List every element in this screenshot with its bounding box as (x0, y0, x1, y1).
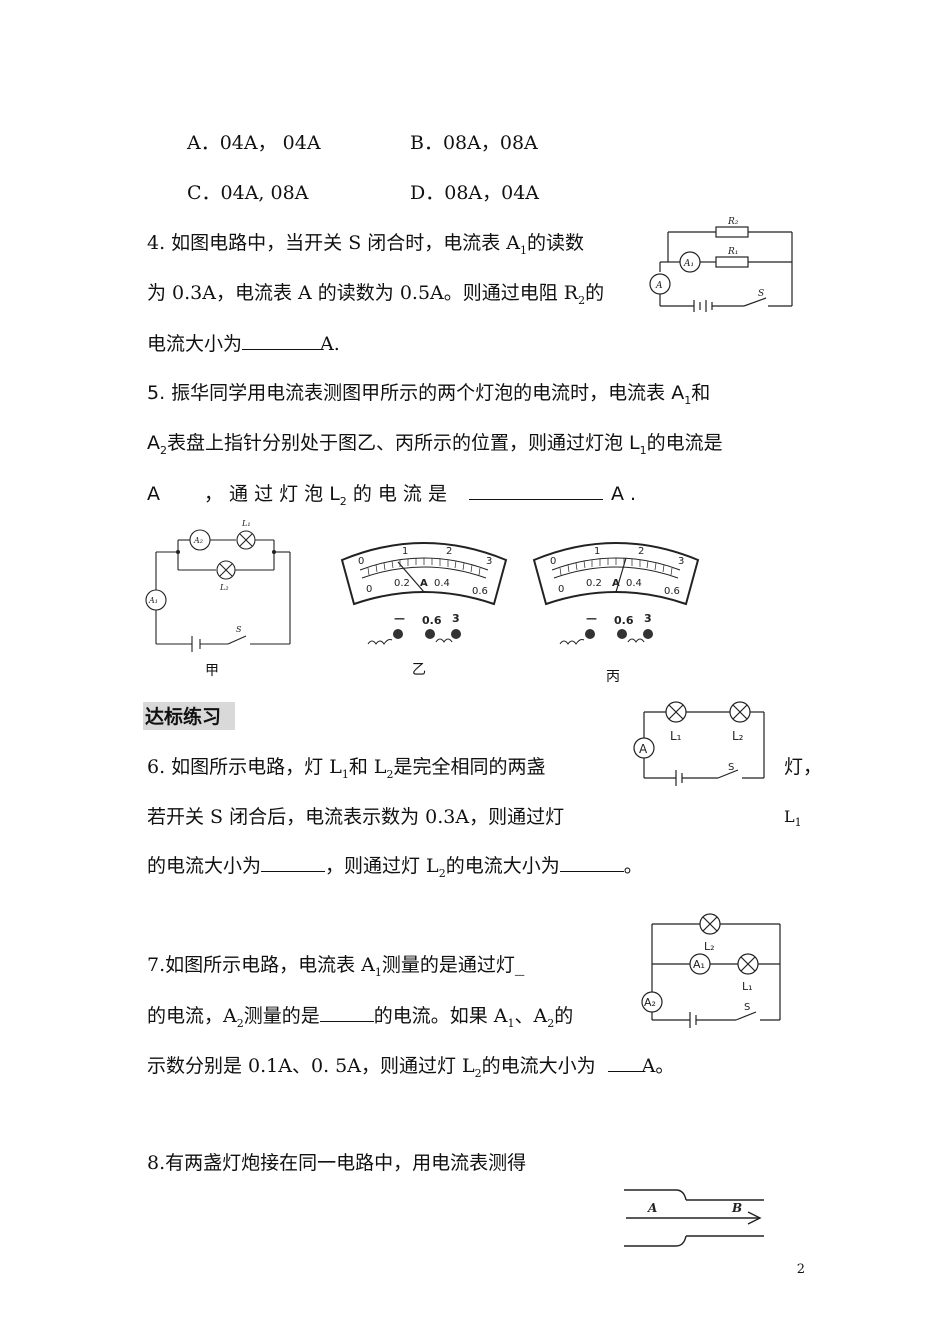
q7-circuit-diagram: A₁ A₂ L₂ L₁ S (636, 906, 786, 1030)
q6-line1-tail: 灯， (784, 756, 823, 778)
q6-line2: 若开关 S 闭合后，电流表示数为 0.3A，则通过灯 (147, 806, 565, 828)
scale-top-0: 0 (358, 556, 364, 567)
r1-label: R₁ (727, 247, 738, 257)
scale-bottom-0.6: 0.6 (472, 586, 488, 597)
q8-line1: 8.有两盏灯炮接在同一电路中，用电流表测得 (147, 1152, 527, 1174)
q5-circuit-jia: A₂ A₁ L₁ L₂ S (140, 512, 300, 662)
ammeter-bing: 0 1 2 3 0 0.2 A 0.4 0.6 — 0.6 3 (530, 532, 702, 662)
option-a: A．04A， 04A (187, 132, 321, 154)
scale-bottom-0.2: 0.2 (586, 578, 602, 589)
section-title: 达标练习 (145, 706, 222, 728)
q6-line3: 的电流大小为，则通过灯 L2的电流大小为。 (147, 853, 643, 880)
l2-label: L₂ (219, 583, 229, 592)
a2-meter-label: A₂ (644, 996, 656, 1009)
scale-top-2: 2 (446, 546, 452, 557)
scale-top-1: 1 (594, 546, 600, 557)
q7-line2: 的电流，A2测量的是的电流。如果 A1、A2的 (147, 1003, 574, 1030)
l1-label: L₁ (742, 980, 753, 993)
r2-label: R₂ (727, 217, 739, 227)
terminal-neg: — (394, 612, 405, 625)
option-d: D．08A，04A (410, 182, 540, 204)
l1-label: L₁ (670, 729, 682, 743)
section-highlight (143, 702, 235, 730)
caption-jia: 甲 (205, 663, 219, 679)
terminal-0.6: 0.6 (614, 614, 634, 627)
l1-label: L₁ (241, 519, 251, 528)
a-meter-label: A (639, 742, 648, 756)
option-b: B．08A，08A (410, 132, 538, 154)
q5-line1: 5. 振华同学用电流表测图甲所示的两个灯泡的电流时，电流表 A1和 (147, 382, 711, 407)
scale-unit: A (420, 578, 428, 589)
answer-blank (559, 853, 624, 872)
caption-bing: 丙 (606, 669, 620, 685)
scale-bottom-0.4: 0.4 (626, 578, 642, 589)
answer-blank (242, 331, 321, 350)
scale-bottom-0: 0 (558, 584, 564, 595)
a1-meter-label: A₁ (683, 259, 694, 269)
terminal-0.6: 0.6 (422, 614, 442, 627)
terminal-3: 3 (452, 612, 460, 625)
a2-meter-label: A₂ (193, 536, 203, 545)
scale-top-3: 3 (486, 556, 492, 567)
q5-line2: A2表盘上指针分别处于图乙、丙所示的位置，则通过灯泡 L1的电流是 (147, 432, 723, 457)
scale-bottom-0.2: 0.2 (394, 578, 410, 589)
q8-conductor-diagram: A B (620, 1180, 770, 1252)
answer-blank (468, 481, 603, 500)
switch-label: S (758, 289, 764, 299)
q4-line1: 4. 如图电路中，当开关 S 闭合时，电流表 A1的读数 (147, 232, 585, 257)
ammeter-yi: 0 1 2 3 0 0.2 A 0.4 0.6 — 0.6 3 (338, 532, 510, 662)
a1-meter-label: A₁ (693, 958, 705, 971)
terminal-neg: — (586, 612, 597, 625)
answer-blank (319, 1003, 374, 1022)
page-number: 2 (796, 1262, 805, 1277)
q4-circuit-diagram: R₂ R₁ A₁ A S (648, 214, 800, 314)
answer-blank (607, 1053, 642, 1072)
q4-line2: 为 0.3A，电流表 A 的读数为 0.5A。则通过电阻 R2的 (147, 282, 605, 307)
scale-bottom-0.4: 0.4 (434, 578, 450, 589)
q6-line2-tail: L1 (784, 807, 802, 830)
scale-top-0: 0 (550, 556, 556, 567)
a-meter-label: A (655, 281, 663, 291)
q6-circuit-diagram: A L₁ L₂ S (630, 700, 770, 790)
terminal-3: 3 (644, 612, 652, 625)
switch-label: S (744, 1002, 750, 1013)
switch-label: S (728, 762, 734, 773)
switch-label: S (236, 625, 242, 634)
q6-line1: 6. 如图所示电路，灯 L1和 L2是完全相同的两盏 (147, 756, 546, 781)
scale-unit: A (612, 578, 620, 589)
q7-line1: 7.如图所示电路，电流表 A1测量的是通过灯_ (147, 954, 525, 979)
scale-top-3: 3 (678, 556, 684, 567)
point-b-label: B (731, 1201, 742, 1215)
scale-bottom-0.6: 0.6 (664, 586, 680, 597)
l2-label: L₂ (732, 729, 744, 743)
option-c: C．04A, 08A (187, 182, 309, 204)
point-a-label: A (647, 1201, 657, 1215)
l2-label: L₂ (704, 940, 715, 953)
answer-blank (261, 853, 326, 872)
caption-yi: 乙 (412, 662, 426, 678)
scale-top-2: 2 (638, 546, 644, 557)
scale-bottom-0: 0 (366, 584, 372, 595)
a1-meter-label: A₁ (148, 596, 158, 605)
scale-top-1: 1 (402, 546, 408, 557)
